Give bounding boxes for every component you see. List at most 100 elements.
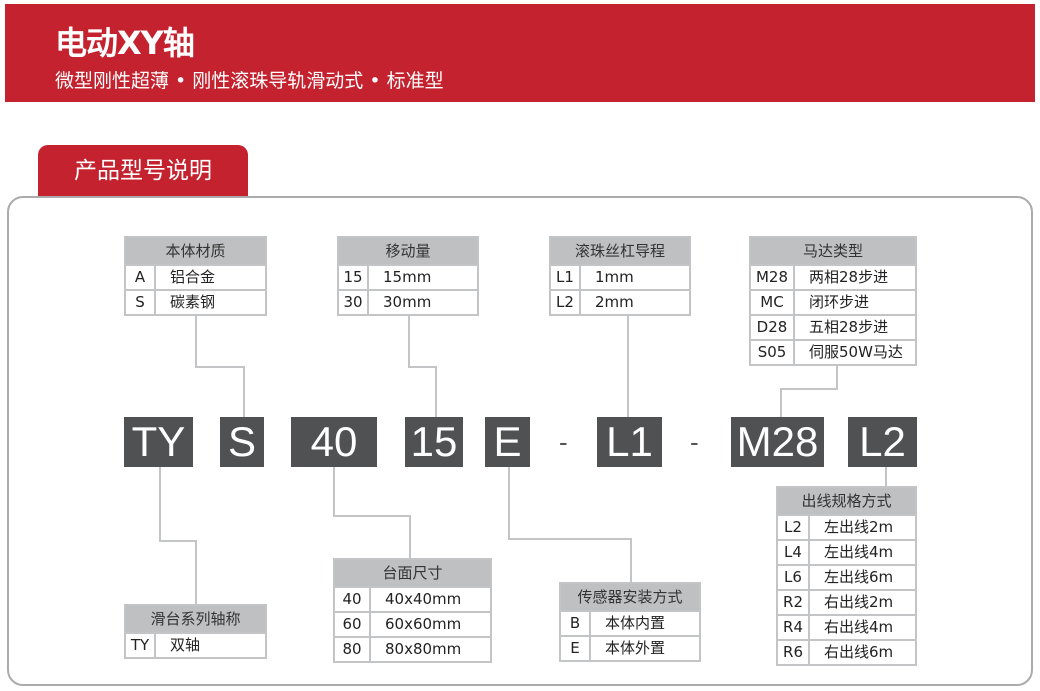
table-row: L1 1mm — [551, 264, 689, 289]
option-description: 1mm — [595, 268, 634, 286]
model-code-s: S — [220, 417, 264, 467]
model-diagram-frame — [7, 196, 1033, 686]
table-row: S05 伺服50W马达 — [751, 339, 915, 364]
connector-line — [408, 312, 410, 367]
connector-line — [195, 540, 197, 604]
option-description: 本体内置 — [605, 614, 666, 632]
option-code: E — [561, 637, 591, 660]
option-code: M28 — [751, 266, 795, 289]
table-title: 本体材质 — [126, 238, 265, 264]
option-code: R6 — [778, 641, 810, 664]
connector-line — [195, 312, 197, 367]
table-row: M28 两相28步进 — [751, 264, 915, 289]
connector-line — [630, 538, 632, 582]
option-code: L4 — [778, 541, 810, 564]
connector-line — [435, 366, 437, 417]
option-code: 80 — [335, 638, 371, 661]
option-description: 80x80mm — [385, 640, 462, 658]
header-banner: 电动XY轴 微型刚性超薄 • 刚性滚珠导轨滑动式 • 标准型 — [5, 4, 1035, 102]
option-description: 碳素钢 — [170, 293, 216, 311]
model-code-l1: L1 — [597, 417, 662, 467]
option-description: 右出线6m — [824, 643, 894, 661]
connector-line — [243, 366, 245, 417]
table-row: D28 五相28步进 — [751, 314, 915, 339]
option-description: 左出线4m — [824, 543, 894, 561]
code-separator: - — [690, 427, 699, 457]
model-code-40: 40 — [291, 417, 377, 467]
page-title: 电动XY轴 — [55, 24, 195, 62]
option-description: 闭环步进 — [809, 293, 870, 311]
connector-line — [159, 540, 196, 542]
option-description: 左出线6m — [824, 568, 894, 586]
table-title: 滚珠丝杠导程 — [551, 238, 689, 264]
option-code: 40 — [335, 588, 371, 611]
option-description: 右出线4m — [824, 618, 894, 636]
table-title: 出线规格方式 — [778, 488, 915, 514]
option-code: B — [561, 612, 591, 635]
table-row: L2 2mm — [551, 289, 689, 314]
option-description: 60x60mm — [385, 615, 462, 633]
table-row: L4 左出线4m — [778, 539, 915, 564]
option-code: R2 — [778, 591, 810, 614]
connector-line — [409, 515, 411, 558]
option-code: L2 — [551, 291, 581, 314]
option-description: 右出线2m — [824, 593, 894, 611]
model-code-l2: L2 — [848, 417, 917, 467]
option-description: 伺服50W马达 — [809, 343, 903, 361]
page-subtitle: 微型刚性超薄 • 刚性滚珠导轨滑动式 • 标准型 — [55, 70, 444, 92]
table-row: L2 左出线2m — [778, 514, 915, 539]
option-code: L2 — [778, 516, 810, 539]
option-description: 左出线2m — [824, 518, 894, 536]
connector-line — [508, 467, 510, 539]
table-row: MC 闭环步进 — [751, 289, 915, 314]
option-description: 15mm — [383, 268, 432, 286]
option-code: A — [126, 266, 156, 289]
connector-line — [885, 467, 887, 486]
option-description: 本体外置 — [605, 639, 666, 657]
table-row: S 碳素钢 — [126, 289, 265, 314]
option-description: 两相28步进 — [809, 268, 889, 286]
connector-line — [333, 467, 335, 516]
table-row: A 铝合金 — [126, 264, 265, 289]
option-description: 五相28步进 — [809, 318, 889, 336]
option-description: 30mm — [383, 293, 432, 311]
table-row: TY 双轴 — [126, 632, 265, 657]
connector-line — [159, 467, 161, 541]
table-title: 移动量 — [339, 238, 477, 264]
connector-line — [508, 538, 631, 540]
connector-line — [195, 366, 244, 368]
model-code-m28: M28 — [731, 417, 824, 467]
table-title: 滑台系列轴称 — [126, 606, 265, 632]
option-description: 双轴 — [170, 636, 201, 654]
connector-line — [333, 515, 410, 517]
table-title: 马达类型 — [751, 238, 915, 264]
option-code: L1 — [551, 266, 581, 289]
option-description: 铝合金 — [170, 268, 216, 286]
connector-line — [780, 388, 782, 417]
option-description: 40x40mm — [385, 590, 462, 608]
option-code: S — [126, 291, 156, 314]
option-code: D28 — [751, 316, 795, 339]
option-code: TY — [126, 634, 156, 657]
connector-line — [836, 359, 838, 389]
option-code: MC — [751, 291, 795, 314]
table-row: R6 右出线6m — [778, 639, 915, 664]
option-description: 2mm — [595, 293, 634, 311]
connector-line — [780, 388, 838, 390]
code-separator: - — [559, 427, 568, 457]
option-code: R4 — [778, 616, 810, 639]
table-title: 台面尺寸 — [335, 560, 490, 586]
model-code-15: 15 — [405, 417, 463, 467]
option-code: S05 — [751, 341, 795, 364]
connector-line — [408, 366, 436, 368]
